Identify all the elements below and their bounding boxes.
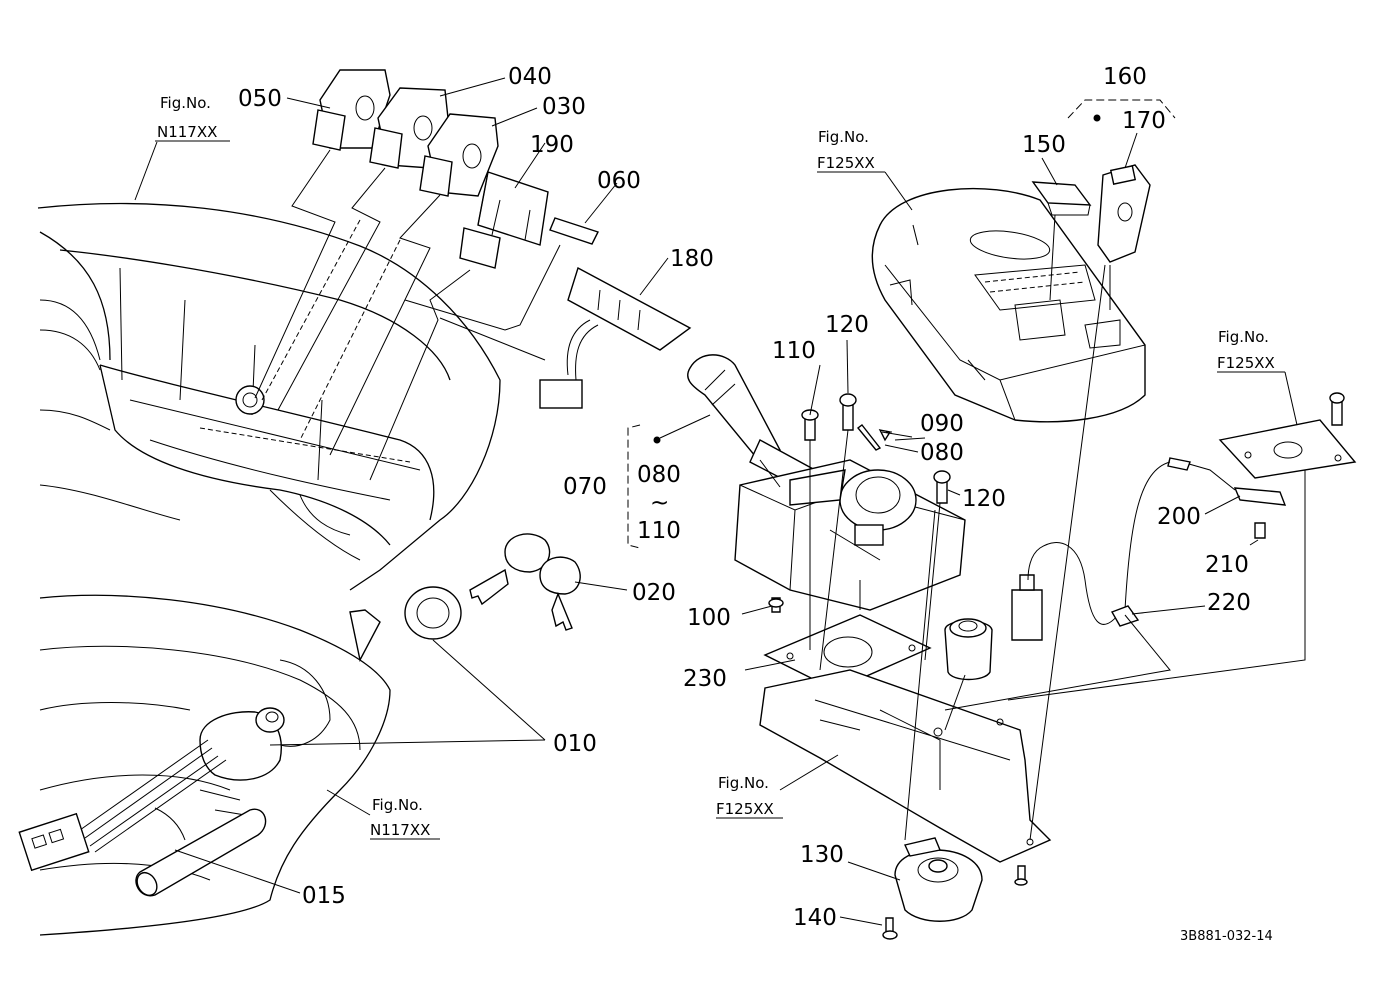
part-label-070: 070 xyxy=(563,474,607,500)
fig-ref-bottom-center: Fig.No. F125XX xyxy=(716,774,774,818)
part-label-210: 210 xyxy=(1205,552,1249,578)
keys xyxy=(469,533,581,631)
switch-cap-150 xyxy=(1031,181,1092,216)
fig-ref-top-center-line2: F125XX xyxy=(817,154,875,172)
fig-ref-top-center: Fig.No. F125XX xyxy=(817,128,875,172)
part-label-110-range: 110 xyxy=(637,518,681,544)
part-label-220: 220 xyxy=(1207,590,1251,616)
label-leaders xyxy=(174,77,1259,926)
fig-ref-right-line1: Fig.No. xyxy=(1218,328,1269,346)
part-label-160: 160 xyxy=(1103,64,1147,90)
rocker-switches xyxy=(312,69,499,197)
drawing-code: 3B881-032-14 xyxy=(1180,929,1273,944)
tube xyxy=(135,808,267,897)
part-label-050: 050 xyxy=(238,86,282,112)
combination-switch xyxy=(687,354,966,611)
part-label-080-range: 080 xyxy=(637,462,681,488)
fig-ref-bottom-center-line2: F125XX xyxy=(716,800,774,818)
fig-ref-right: Fig.No. F125XX xyxy=(1217,328,1275,372)
part-label-020: 020 xyxy=(632,580,676,606)
fig-ref-bottom-center-line1: Fig.No. xyxy=(718,774,769,792)
connector-block xyxy=(1011,574,1043,641)
part-label-120-right: 120 xyxy=(962,486,1006,512)
fig-ref-right-line2: F125XX xyxy=(1217,354,1275,372)
fig-ref-top-left-line1: Fig.No. xyxy=(160,94,211,112)
center-guides xyxy=(809,214,1306,841)
part-label-010: 010 xyxy=(553,731,597,757)
fig-leaders xyxy=(134,140,1298,840)
part-label-090: 090 xyxy=(920,411,964,437)
group-bracket-070 xyxy=(627,414,711,549)
part-label-150: 150 xyxy=(1022,132,1066,158)
fig-ref-top-left: Fig.No. N117XX xyxy=(157,94,217,141)
sensor-bracket-200 xyxy=(1167,457,1287,539)
fig-ref-bottom-left: Fig.No. N117XX xyxy=(370,796,430,839)
part-label-170: 170 xyxy=(1122,108,1166,134)
part-label-tilde: ~ xyxy=(650,490,669,516)
group-bracket-160 xyxy=(1067,99,1176,122)
part-label-120-top: 120 xyxy=(825,312,869,338)
assembly-guides xyxy=(254,149,561,481)
part-label-230: 230 xyxy=(683,666,727,692)
fig-ref-top-left-line2: N117XX xyxy=(157,123,217,141)
part-label-080: 080 xyxy=(920,440,964,466)
part-label-015: 015 xyxy=(302,883,346,909)
console-cover xyxy=(871,187,1146,423)
fig-ref-top-center-line1: Fig.No. xyxy=(818,128,869,146)
part-label-190: 190 xyxy=(530,132,574,158)
right-plate xyxy=(1218,392,1357,479)
part-label-180: 180 xyxy=(670,246,714,272)
key-switch-assembly xyxy=(18,586,462,872)
fig-ref-bottom-left-line1: Fig.No. xyxy=(372,796,423,814)
part-label-040: 040 xyxy=(508,64,552,90)
part-label-130: 130 xyxy=(800,842,844,868)
wire-harness xyxy=(1027,461,1171,627)
screw-small xyxy=(1014,865,1028,886)
bolts xyxy=(768,393,951,613)
dashboard-panel xyxy=(37,202,501,591)
switch-190 xyxy=(459,171,549,269)
part-060 xyxy=(549,217,599,245)
sensor-130 xyxy=(894,837,983,922)
screw-140 xyxy=(882,917,898,940)
part-label-030: 030 xyxy=(542,94,586,120)
indicator-socket xyxy=(944,618,993,681)
lower-panel xyxy=(39,594,391,936)
part-label-110: 110 xyxy=(772,338,816,364)
fig-ref-bottom-left-line2: N117XX xyxy=(370,821,430,839)
part-label-100: 100 xyxy=(687,605,731,631)
part-label-060: 060 xyxy=(597,168,641,194)
panel-180 xyxy=(539,266,692,409)
part-label-200: 200 xyxy=(1157,504,1201,530)
switch-170 xyxy=(1097,164,1151,263)
part-label-140: 140 xyxy=(793,905,837,931)
